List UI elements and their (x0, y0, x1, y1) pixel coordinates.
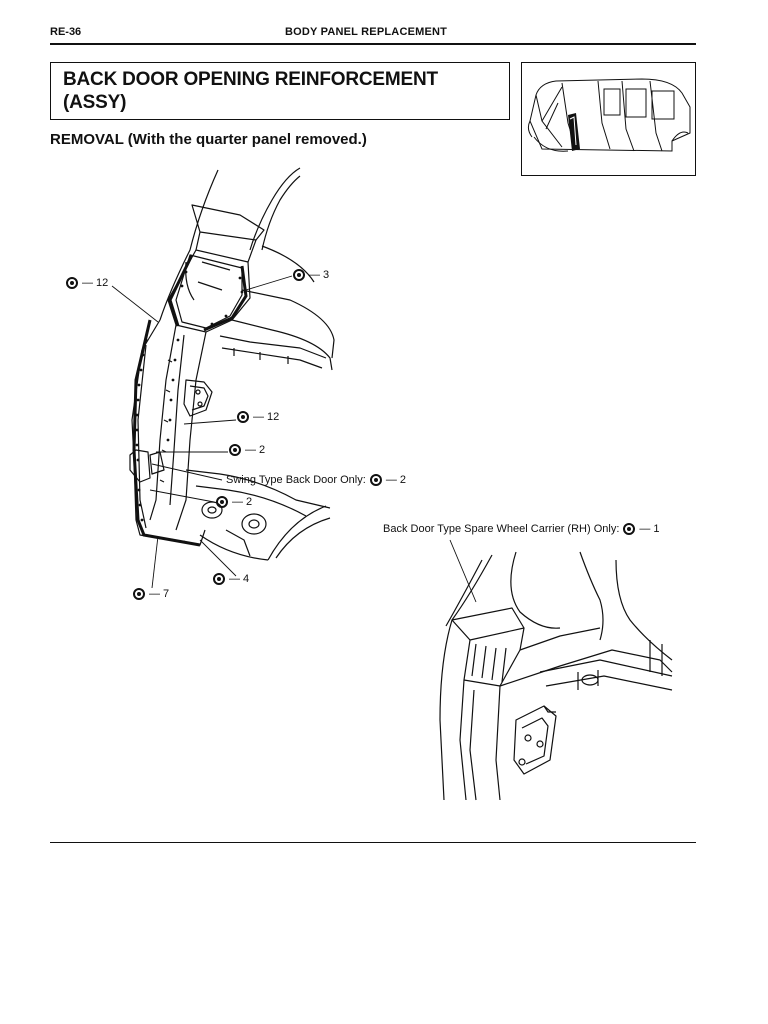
removal-heading: REMOVAL (With the quarter panel removed.… (50, 131, 367, 148)
weld-callout-7: —7 (133, 588, 169, 600)
swing-type-label: Swing Type Back Door Only: (226, 474, 366, 486)
weld-count: 3 (323, 269, 330, 281)
weld-count: 2 (399, 474, 406, 486)
spot-weld-symbol-icon (66, 277, 78, 289)
weld-count: 4 (243, 573, 250, 585)
spare-carrier-label: Back Door Type Spare Wheel Carrier (RH) … (383, 523, 620, 535)
weld-count: 2 (246, 496, 253, 508)
footer-rule (50, 842, 696, 843)
weld-callout-3: —3 (293, 269, 329, 281)
weld-count: 12 (96, 277, 109, 289)
weld-callout-swing-type: Swing Type Back Door Only: —2 (226, 474, 406, 486)
leader-lines (111, 275, 477, 603)
weld-count: 7 (163, 588, 170, 600)
weld-callout-spare-carrier: Back Door Type Spare Wheel Carrier (RH) … (383, 523, 660, 535)
spot-weld-symbol-icon (133, 588, 145, 600)
weld-callout-12-top: —12 (66, 277, 108, 289)
callout-dash: — (245, 444, 256, 456)
spot-weld-symbol-icon (216, 496, 228, 508)
spot-weld-symbol-icon (237, 411, 249, 423)
vehicle-body-icon (527, 78, 691, 152)
callout-dash: — (385, 474, 397, 486)
spot-weld-symbol-icon (229, 444, 241, 456)
title-line-1: BACK DOOR OPENING REINFORCEMENT (63, 69, 438, 90)
callout-dash: — (253, 411, 264, 423)
callout-dash: — (309, 269, 320, 281)
weld-callout-4: —4 (213, 573, 249, 585)
title-box: BACK DOOR OPENING REINFORCEMENT (ASSY) (50, 62, 510, 120)
spot-weld-symbol-icon (623, 523, 636, 535)
header-rule (50, 43, 696, 45)
spot-weld-symbol-icon (369, 474, 382, 486)
reinforcement-highlight (132, 254, 248, 547)
vehicle-location-thumbnail (521, 62, 696, 176)
page-code: RE-36 (50, 26, 82, 38)
weld-callout-2-b: —2 (216, 496, 252, 508)
weld-count: 1 (653, 523, 660, 535)
callout-dash: — (82, 277, 93, 289)
weld-count: 2 (259, 444, 266, 456)
callout-dash: — (149, 588, 160, 600)
callout-dash: — (229, 573, 240, 585)
weld-callout-12-mid: —12 (237, 411, 279, 423)
callout-dash: — (639, 523, 651, 535)
spot-weld-symbol-icon (213, 573, 225, 585)
page-header: BODY PANEL REPLACEMENT (285, 26, 448, 38)
title-line-2: (ASSY) (63, 92, 127, 113)
weld-count: 12 (267, 411, 280, 423)
callout-dash: — (232, 496, 243, 508)
weld-dots (135, 270, 244, 544)
spare-carrier-area-drawing (439, 551, 673, 801)
spot-weld-symbol-icon (293, 269, 305, 281)
weld-callout-2-a: —2 (229, 444, 265, 456)
